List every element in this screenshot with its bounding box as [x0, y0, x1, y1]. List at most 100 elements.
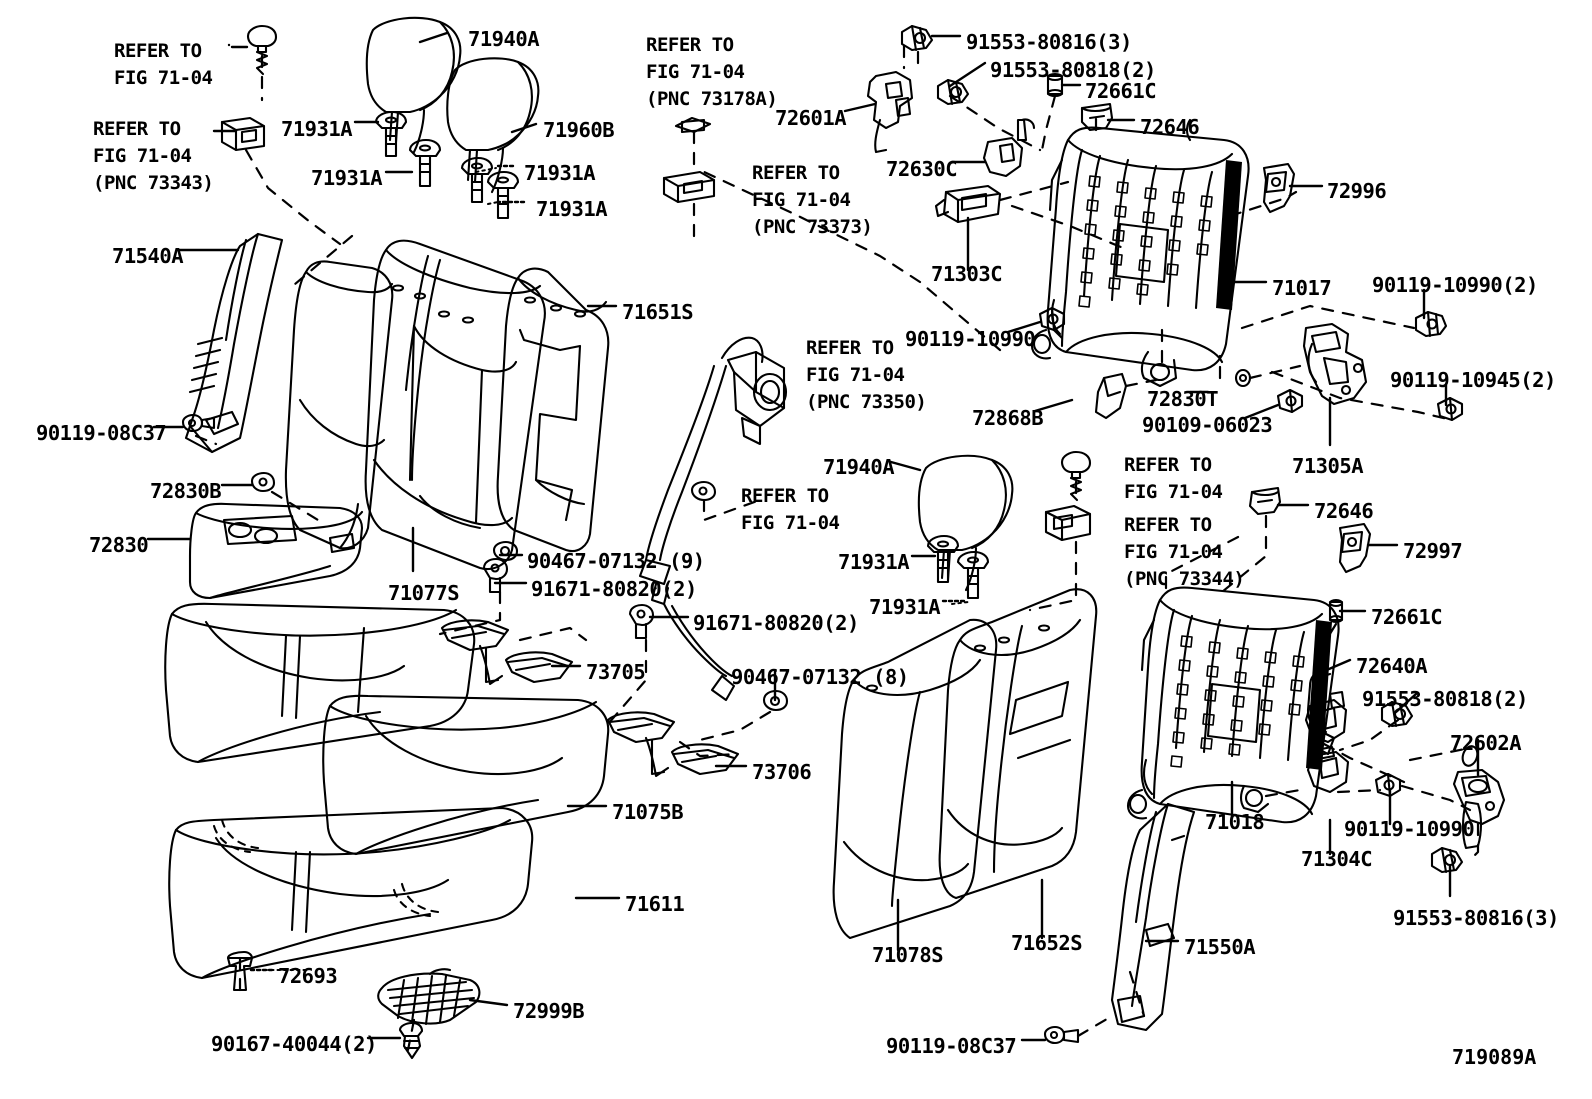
label-71077s: 71077S: [388, 581, 460, 605]
screw-90167-40044: [398, 1021, 424, 1060]
latch-72640a-end: [1304, 690, 1348, 744]
bolt-90119-10990-upper: [1414, 310, 1448, 338]
refer-fig7104-pnc73344-line-0: REFER TO: [1124, 514, 1212, 536]
bolt-90119-08c37-left: [181, 413, 216, 433]
frame-hinge-71018: [1126, 788, 1148, 820]
headrest-71940a-mid: [917, 454, 1014, 592]
bolt-71931a-1: [374, 110, 408, 158]
label-71017: 71017: [1272, 276, 1332, 300]
label-72830: 72830: [89, 533, 149, 557]
side-trim-71550a: [1110, 802, 1196, 1032]
hinge-72630c: [982, 118, 1036, 178]
label-90467-07132-9: 90467-07132 (9): [527, 549, 705, 573]
seat-back-71078s: [832, 618, 998, 940]
label-90109-06023: 90109-06023: [1142, 413, 1273, 437]
label-71931a-1: 71931A: [281, 117, 353, 141]
bolt-90119-10945: [1436, 396, 1464, 422]
frame-pivot-71018: [1239, 784, 1270, 814]
bolt-90467-07132-a: [492, 540, 519, 562]
label-91671-80820-2b: 91671-80820(2): [693, 611, 859, 635]
label-71931a-5: 71931A: [838, 550, 910, 574]
label-71611: 71611: [625, 892, 685, 916]
refer-fig7104-b-line-0: REFER TO: [741, 485, 829, 507]
refer-fig7104-c-line-1: FIG 71-04: [1124, 480, 1223, 503]
label-90467-07132-8: 90467-07132 (8): [731, 665, 909, 689]
label-71651s: 71651S: [622, 300, 694, 324]
label-90119-10990-2: 90119-10990(2): [1372, 273, 1538, 297]
label-71940a-mid: 71940A: [823, 455, 895, 479]
seat-cushion-71075b: [164, 602, 476, 764]
seat-cushion-71611: [168, 806, 534, 980]
label-90119-10990-low: 90119-10990: [1344, 817, 1475, 841]
bolt-90119-10990-low: [1374, 772, 1402, 798]
label-71931a-4: 71931A: [536, 197, 608, 221]
refer-fig7104-pnc73350-line-1: FIG 71-04: [806, 363, 905, 386]
label-71018: 71018: [1205, 810, 1265, 834]
refer-fig7104-pnc73373-line-2: (PNC 73373): [752, 215, 873, 238]
clip-seatbelt-anchor: [690, 480, 717, 502]
refer-fig7104-a-line-0: REFER TO: [114, 40, 202, 62]
label-73706: 73706: [752, 760, 812, 784]
label-71931a-2: 71931A: [311, 166, 383, 190]
label-72868b: 72868B: [972, 406, 1044, 430]
bolt-71931a-4: [486, 170, 520, 220]
label-71305a: 71305A: [1292, 454, 1364, 478]
seat-cushion-71075b-right: [322, 694, 610, 856]
bracket-72868b: [1094, 372, 1128, 420]
seatbelt-assembly: [638, 336, 788, 702]
seat-grille-72999b: [377, 968, 481, 1026]
clip-bracket-73343: [220, 116, 266, 152]
bolt-90119-08c37-bottom: [1043, 1025, 1080, 1045]
label-91553-80816-3b: 91553-80816(3): [1393, 906, 1559, 930]
label-71550A: 71550A: [1184, 935, 1256, 959]
refer-fig7104-pnc73178a-line-0: REFER TO: [646, 34, 734, 56]
refer-fig7104-pnc73343-line-0: REFER TO: [93, 118, 181, 140]
label-72830t: 72830T: [1147, 387, 1219, 411]
refer-fig7104-pnc73344-line-1: FIG 71-04: [1124, 540, 1223, 563]
refer-fig7104-pnc73373-line-1: FIG 71-04: [752, 188, 851, 211]
bolt-71931a-5: [926, 534, 960, 584]
label-71931a-3: 71931A: [524, 161, 596, 185]
label-73705: 73705: [586, 660, 646, 684]
refer-fig7104-pnc73350-line-2: (PNC 73350): [806, 390, 927, 413]
bolt-90109-06023: [1276, 388, 1304, 414]
label-90119-10990-mid: 90119-10990: [905, 327, 1036, 351]
refer-fig7104-pnc73344-line-2: (PNC 73344): [1124, 567, 1245, 590]
clip-72830b: [250, 471, 276, 493]
collar-72661c-low: [1328, 598, 1344, 624]
label-72999b: 72999B: [513, 999, 585, 1023]
dashed-cushion-detail: [212, 818, 440, 918]
seat-back-71077s: [284, 260, 394, 550]
label-71075b: 71075B: [612, 800, 684, 824]
grommet-72646-low: [1248, 486, 1282, 516]
bolt-90119-10990-mid: [1038, 306, 1066, 332]
headrest-71940a: [365, 16, 462, 154]
label-72602a: 72602A: [1450, 731, 1522, 755]
label-72640a: 72640A: [1356, 654, 1428, 678]
refer-fig7104-pnc73350-line-0: REFER TO: [806, 337, 894, 359]
label-71304c: 71304C: [1301, 847, 1373, 871]
bolt-71931a-6: [956, 550, 990, 600]
label-91671-80820-2a: 91671-80820(2): [531, 577, 697, 601]
label-71960b: 71960B: [543, 118, 615, 142]
bracket-72996: [1262, 162, 1296, 214]
dotted-leaders: [249, 167, 969, 971]
frame-hinge-left-71017: [1030, 328, 1052, 360]
label-90119-08c37-b: 90119-08C37: [886, 1034, 1017, 1058]
label-72661c-low: 72661C: [1371, 605, 1443, 629]
label-90119-08c37-l: 90119-08C37: [36, 421, 167, 445]
label-72630c: 72630C: [886, 157, 958, 181]
seat-back-71652s: [938, 588, 1098, 900]
refer-fig7104-c-line-0: REFER TO: [1124, 454, 1212, 476]
armrest-72830: [188, 502, 364, 600]
label-90119-10945-2: 90119-10945(2): [1390, 368, 1556, 392]
seat-frame-71018: [1140, 586, 1340, 824]
seat-back-side-71651s-right: [496, 267, 610, 553]
label-72996: 72996: [1327, 179, 1387, 203]
label-72646-top: 72646: [1140, 115, 1200, 139]
